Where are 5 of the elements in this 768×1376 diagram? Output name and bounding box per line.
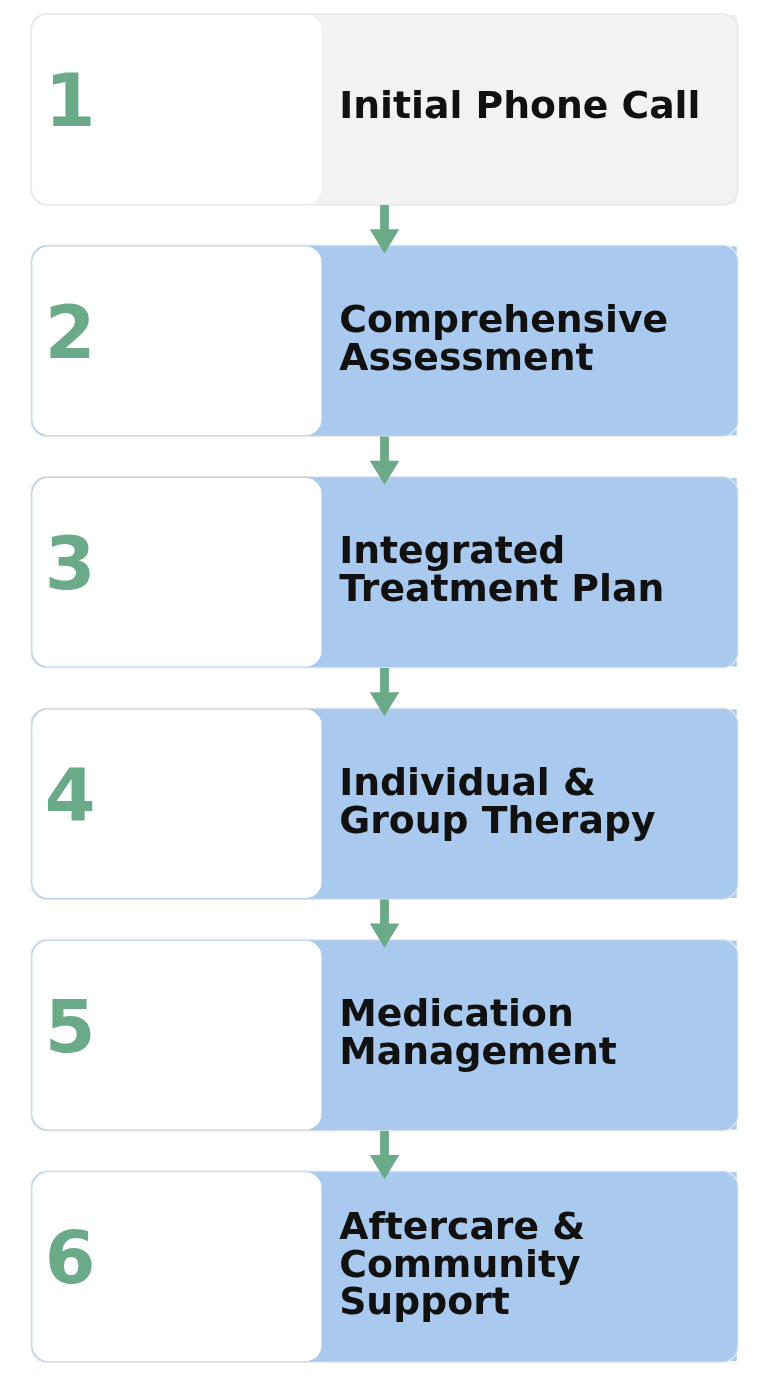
arrow	[369, 899, 399, 948]
arrow	[369, 436, 399, 485]
arrow	[369, 1130, 399, 1180]
arrow	[369, 205, 399, 254]
arrow	[369, 667, 399, 717]
